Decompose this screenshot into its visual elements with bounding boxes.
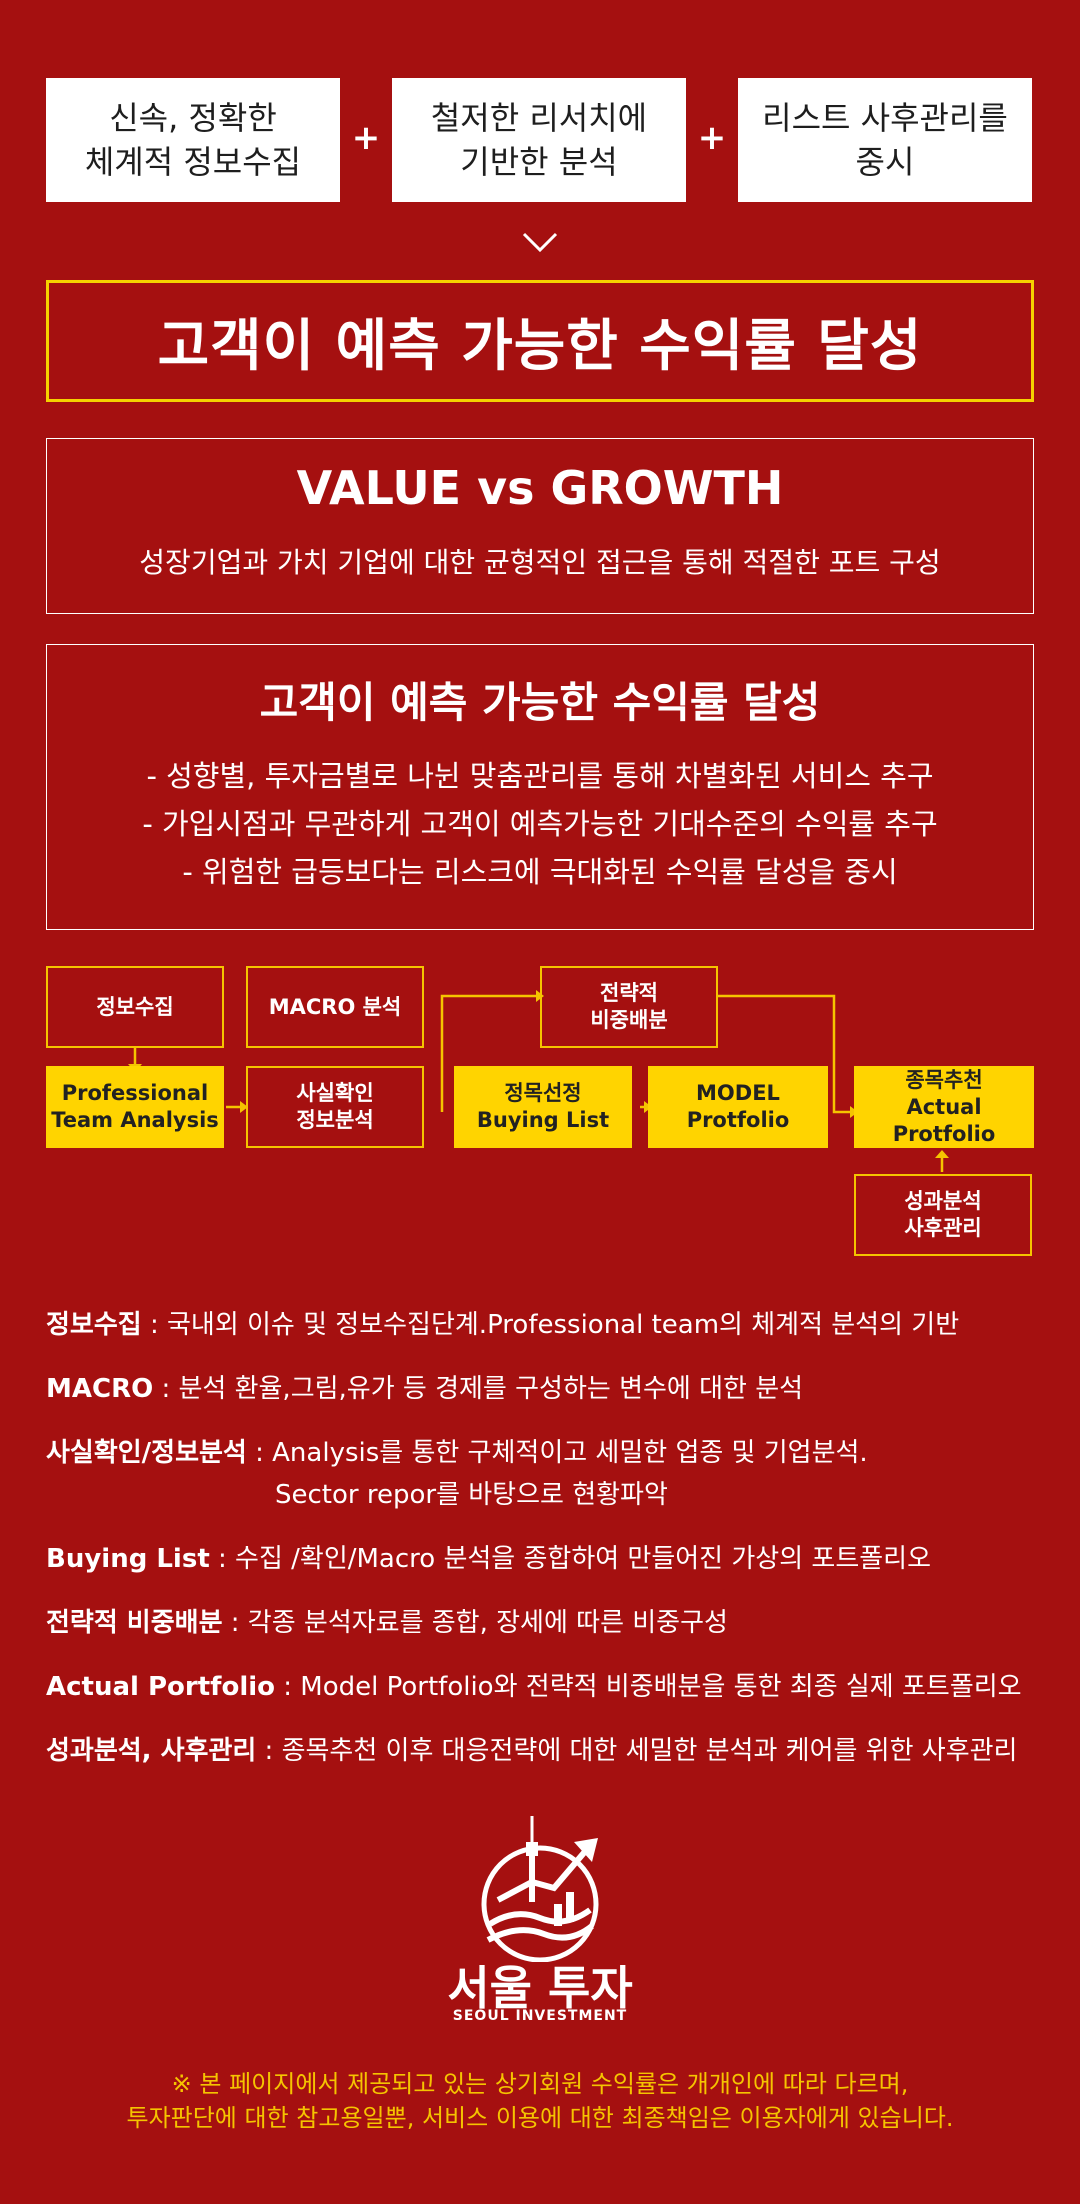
definition-continuation: Sector repor를 바탕으로 현황파악 (275, 1480, 668, 1510)
definition-item: Actual Portfolio : Model Portfolio와 전략적 … (46, 1668, 1046, 1706)
flow-fact-check: 사실확인 정보분석 (246, 1066, 424, 1148)
flow-actual: 종목추천 Actual Protfolio (854, 1066, 1034, 1148)
flow-buying-list: 정목선정 Buying List (454, 1066, 632, 1148)
flow-model: MODEL Protfolio (648, 1066, 828, 1148)
plus-sign: + (697, 118, 727, 158)
definition-text: : 분석 환율,그림,유가 등 경제를 구성하는 변수에 대한 분석 (153, 1374, 804, 1404)
definition-item: MACRO : 분석 환율,그림,유가 등 경제를 구성하는 변수에 대한 분석 (46, 1370, 1046, 1408)
flow-performance: 성과분석 사후관리 (854, 1174, 1032, 1256)
flow-macro: MACRO 분석 (246, 966, 424, 1048)
flow-info-collect: 정보수집 (46, 966, 224, 1048)
flow-pro-team: Professional Team Analysis (46, 1066, 224, 1148)
definition-item: 성과분석, 사후관리 : 종목추천 이후 대응전략에 대한 세밀한 분석과 케어… (46, 1732, 1046, 1770)
definition-term: 사실확인/정보분석 (46, 1438, 247, 1468)
seoul-tower-chart-icon (481, 1816, 599, 1962)
feature-box-research: 철저한 리서치에 기반한 분석 (392, 78, 686, 202)
brand-name: 서울 투자 (447, 1961, 633, 2015)
definition-item: 전략적 비중배분 : 각종 분석자료를 종합, 장세에 따른 비중구성 (46, 1604, 1046, 1642)
definition-term: 전략적 비중배분 (46, 1608, 223, 1638)
definition-text: : Analysis를 통한 구체적이고 세밀한 업종 및 기업분석. (246, 1438, 868, 1468)
goal-line: - 위험한 급등보다는 리스크에 극대화된 수익률 달성을 중시 (182, 855, 898, 889)
disclaimer-line: 투자판단에 대한 참고용일뿐, 서비스 이용에 대한 최종책임은 이용자에게 있… (126, 2104, 954, 2132)
definition-term: MACRO (46, 1374, 154, 1404)
flow-strategic: 전략적 비중배분 (540, 966, 718, 1048)
definition-term: Actual Portfolio (46, 1672, 276, 1702)
goal-line: - 성향별, 투자금별로 나뉜 맞춤관리를 통해 차별화된 서비스 추구 (146, 759, 934, 793)
definition-term: 성과분석, 사후관리 (46, 1736, 257, 1766)
definition-text: : 수집 /확인/Macro 분석을 종합하여 만들어진 가상의 포트폴리오 (209, 1544, 931, 1574)
definition-text: : 국내외 이슈 및 정보수집단계.Professional team의 체계적… (141, 1310, 960, 1340)
feature-box-collect: 신속, 정확한 체계적 정보수집 (46, 78, 340, 202)
definition-item: 사실확인/정보분석 : Analysis를 통한 구체적이고 세밀한 업종 및 … (46, 1434, 1046, 1472)
definition-item: 정보수집 : 국내외 이슈 및 정보수집단계.Professional team… (46, 1306, 1046, 1344)
feature-box-aftercare: 리스트 사후관리를 중시 (738, 78, 1032, 202)
goal-panel: 고객이 예측 가능한 수익률 달성 - 성향별, 투자금별로 나뉜 맞춤관리를 … (46, 644, 1034, 930)
definition-text: : 종목추천 이후 대응전략에 대한 세밀한 분석과 케어를 위한 사후관리 (256, 1736, 1018, 1766)
definition-text: : Model Portfolio와 전략적 비중배분을 통한 최종 실제 포트… (275, 1672, 1022, 1702)
value-growth-panel: VALUE vs GROWTH 성장기업과 가치 기업에 대한 균형적인 접근을… (46, 438, 1034, 614)
value-growth-subtitle: 성장기업과 가치 기업에 대한 균형적인 접근을 통해 적절한 포트 구성 (139, 546, 941, 579)
value-growth-title: VALUE vs GROWTH (296, 461, 784, 515)
definition-item: Buying List : 수집 /확인/Macro 분석을 종합하여 만들어진… (46, 1540, 1046, 1578)
definition-term: 정보수집 (46, 1310, 142, 1340)
definition-term: Buying List (46, 1544, 210, 1574)
brand-name-en: SEOUL INVESTMENT (452, 2008, 628, 2024)
disclaimer-line: ※ 본 페이지에서 제공되고 있는 상기회원 수익률은 개개인에 따라 다르며, (171, 2070, 909, 2098)
chevron-down-icon (522, 232, 558, 253)
goal-panel-title: 고객이 예측 가능한 수익률 달성 (259, 678, 821, 727)
goal-line: - 가입시점과 무관하게 고객이 예측가능한 기대수준의 수익률 추구 (142, 807, 938, 841)
goal-banner: 고객이 예측 가능한 수익률 달성 (46, 280, 1034, 402)
definition-text: : 각종 분석자료를 종합, 장세에 따른 비중구성 (222, 1608, 728, 1638)
plus-sign: + (351, 118, 381, 158)
